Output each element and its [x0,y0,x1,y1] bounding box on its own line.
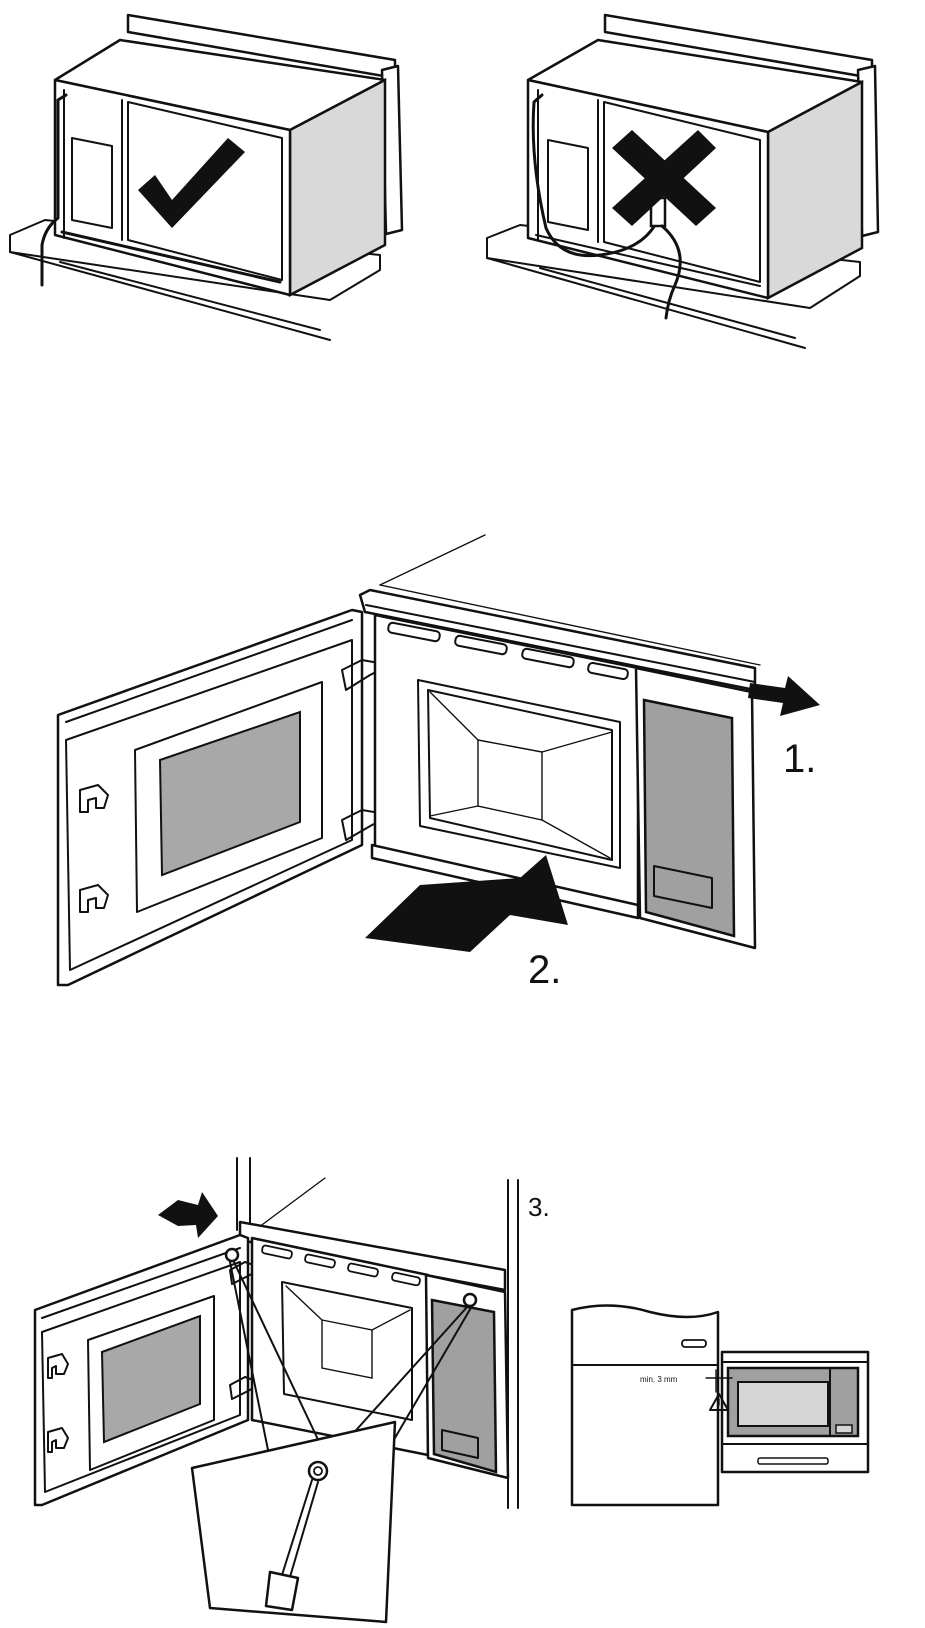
gap-detail-illustration [570,1304,870,1507]
step-3-label: 3. [528,1192,550,1222]
incorrect-cable-routing-illustration [486,13,880,349]
gap-label: min. 3 mm [640,1375,678,1384]
step-1-label: 1. [783,737,816,781]
arrow-slide-icon [748,676,820,716]
check-mark-icon [138,138,245,228]
arrow-push-icon [365,855,568,952]
cross-mark-icon [612,130,716,226]
fixing-screws-illustration [33,1157,519,1624]
correct-cable-routing-illustration [9,13,404,341]
slide-in-illustration [56,534,820,987]
arrow-push-icon [158,1192,218,1238]
step-2-label: 2. [528,948,561,992]
